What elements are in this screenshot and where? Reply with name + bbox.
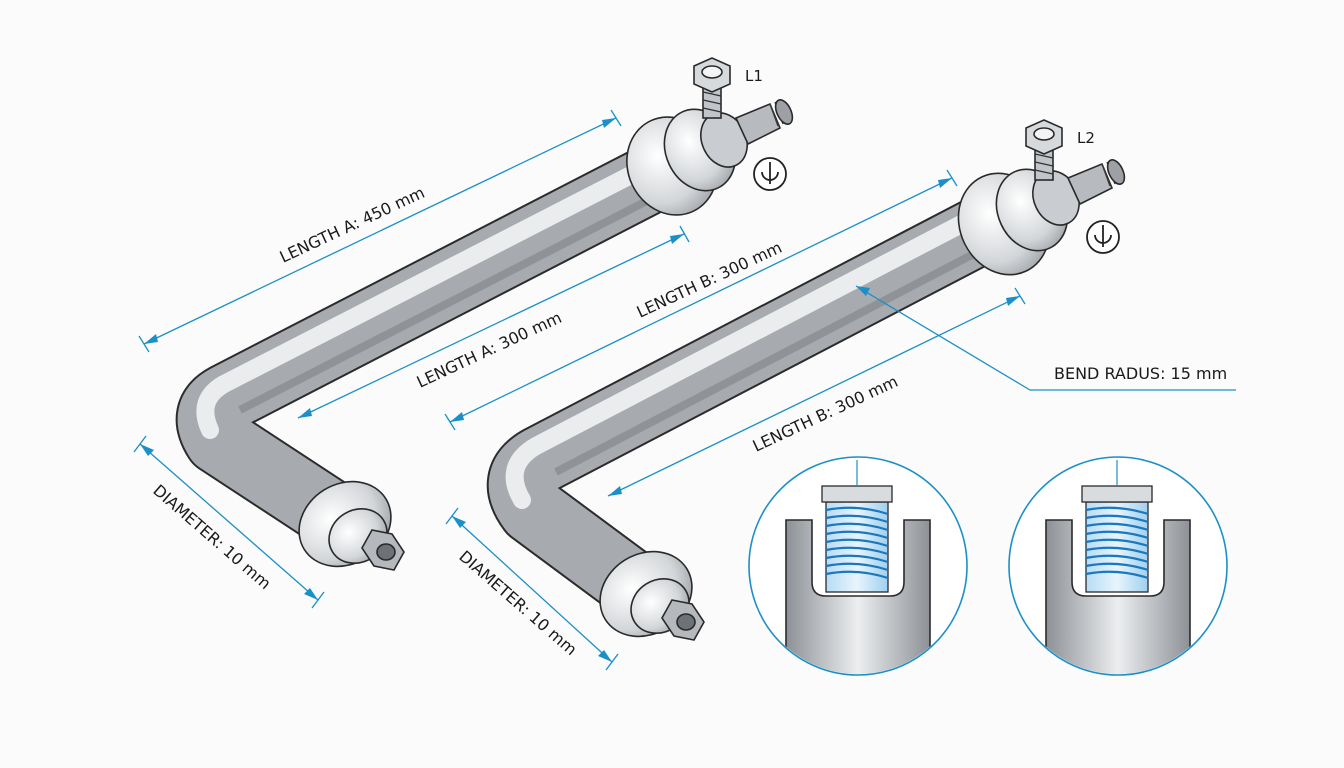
rod-2-near-fitting [599, 550, 705, 641]
rod-1-near-fitting [298, 480, 405, 571]
rotation-symbol-icon [1086, 220, 1120, 254]
thread-detail-icon [1008, 456, 1228, 676]
thread-detail-icon [748, 456, 968, 676]
rod-2 [486, 119, 1126, 641]
bend-radius-label: BEND RADUS: 15 mm [1054, 364, 1227, 383]
tag-l2: L2 [1077, 129, 1095, 147]
length-a-450-label: LENGTH A: 450 mm [277, 183, 428, 267]
rod-1 [175, 57, 794, 571]
rotation-symbol-icon [753, 157, 787, 191]
tag-l1: L1 [745, 67, 763, 85]
rod-1-far-fitting [626, 57, 794, 216]
length-b-300-bottom-label: LENGTH B: 300 mm [750, 372, 901, 456]
dimension-lines [133, 109, 1236, 671]
rod-2-far-fitting [957, 119, 1126, 276]
